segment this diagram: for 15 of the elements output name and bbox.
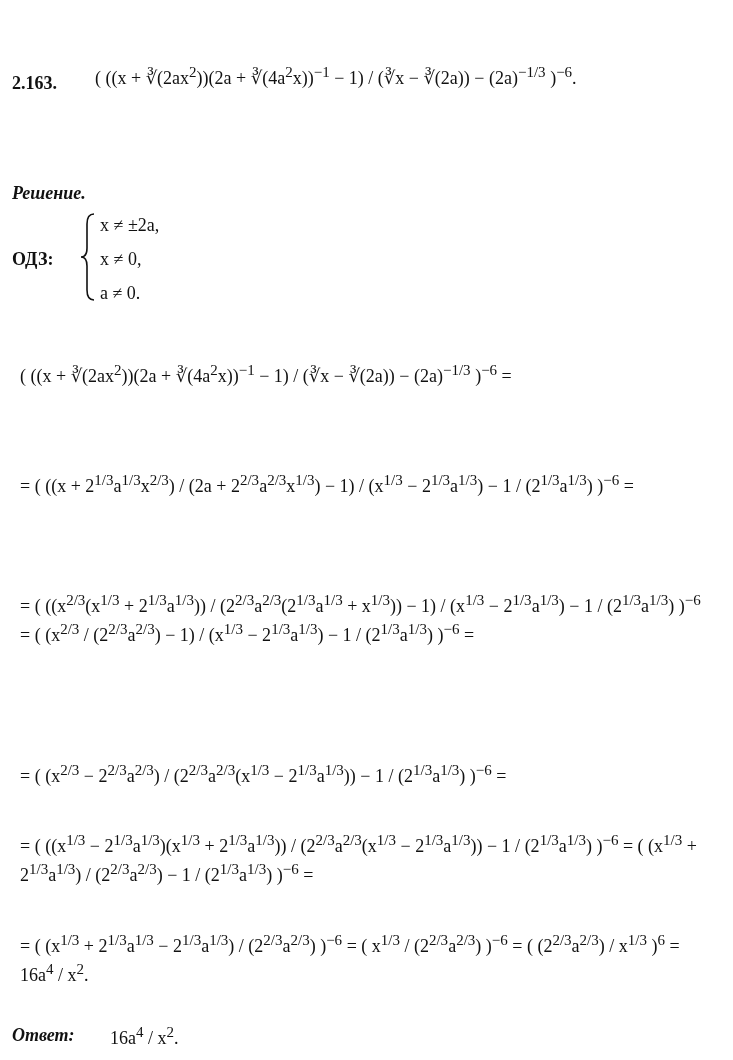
solution-heading: Решение. — [12, 182, 86, 205]
domain-label: ОДЗ: — [12, 248, 54, 271]
answer-expression: 16a$^{4}$ / x$^{2}$. — [110, 1023, 179, 1050]
condition: x ≠ ±2a, — [100, 214, 160, 237]
equation-step: ( ((x + ∛(2ax$^{2}$))(2a + ∛(4a$^{2}$x))$^{−1}$ − 1) / (∛x − ∛(2a)) − (2a)$^{−1/3}$ )$^{−6}$ = — [20, 360, 512, 390]
answer-label: Ответ: — [12, 1024, 75, 1047]
equation-step: = ( ((x$^{1/3}$ − 2$^{1/3}$a$^{1/3}$)(x$^{1/3}$ + 2$^{1/3}$a$^{1/3}$)) / (2$^{2/3}$a$^{2/3}$(x$^{1/3}$ − 2$^{1/3}$a$^{1/3}$)) − 1 / (2$^{1/3}$a$^{1/3}$) )$^{−6}$ = ( (x$^{1/3}$ + 2$^{1/3}$a$^{1/3}$) / (2$^{2/3}$a$^{2/3}$) − 1 / (2$^{1/3}$a$^{1/3}$) )$^{−6}$ = — [20, 830, 710, 889]
equation-step: = ( ((x + 2$^{1/3}$a$^{1/3}$x$^{2/3}$) / (2a + 2$^{2/3}$a$^{2/3}$x$^{1/3}$) − 1) / (x$^{1/3}$ − 2$^{1/3}$a$^{1/3}$) − 1 / (2$^{1/3}$a$^{1/3}$) )$^{−6}$ = — [20, 470, 634, 500]
problem-expression: ( ((x + ∛(2ax$^{2}$))(2a + ∛(4a$^{2}$x))$^{−1}$ − 1) / (∛x − ∛(2a)) − (2a)$^{−1/3}$ )$^{−6}$. — [95, 63, 577, 90]
equation-step: = ( (x$^{2/3}$ − 2$^{2/3}$a$^{2/3}$) / (2$^{2/3}$a$^{2/3}$(x$^{1/3}$ − 2$^{1/3}$a$^{1/3}$)) − 1 / (2$^{1/3}$a$^{1/3}$) )$^{−6}$ = — [20, 760, 507, 790]
condition: x ≠ 0, — [100, 248, 142, 271]
equation-step: = ( (x$^{1/3}$ + 2$^{1/3}$a$^{1/3}$ − 2$^{1/3}$a$^{1/3}$) / (2$^{2/3}$a$^{2/3}$) )$^{−6}$ = ( x$^{1/3}$ / (2$^{2/3}$a$^{2/3}$) )$^{−6}$ = ( (2$^{2/3}$a$^{2/3}$) / x$^{1/3}$ )$^{6}$ = 16a$^{4}$ / x$^{2}$. — [20, 930, 710, 989]
problem-number: 2.163. — [12, 72, 57, 95]
equation-step: = ( ((x$^{2/3}$(x$^{1/3}$ + 2$^{1/3}$a$^{1/3}$)) / (2$^{2/3}$a$^{2/3}$(2$^{1/3}$a$^{1/3}$ + x$^{1/3}$)) − 1) / (x$^{1/3}$ − 2$^{1/3}$a$^{1/3}$) − 1 / (2$^{1/3}$a$^{1/3}$) )$^{−6}$ = ( (x$^{2/3}$ / (2$^{2/3}$a$^{2/3}$) − 1) / (x$^{1/3}$ − 2$^{1/3}$a$^{1/3}$) − 1 / (2$^{1/3}$a$^{1/3}$) )$^{−6}$ = — [20, 590, 710, 649]
condition: a ≠ 0. — [100, 282, 141, 305]
